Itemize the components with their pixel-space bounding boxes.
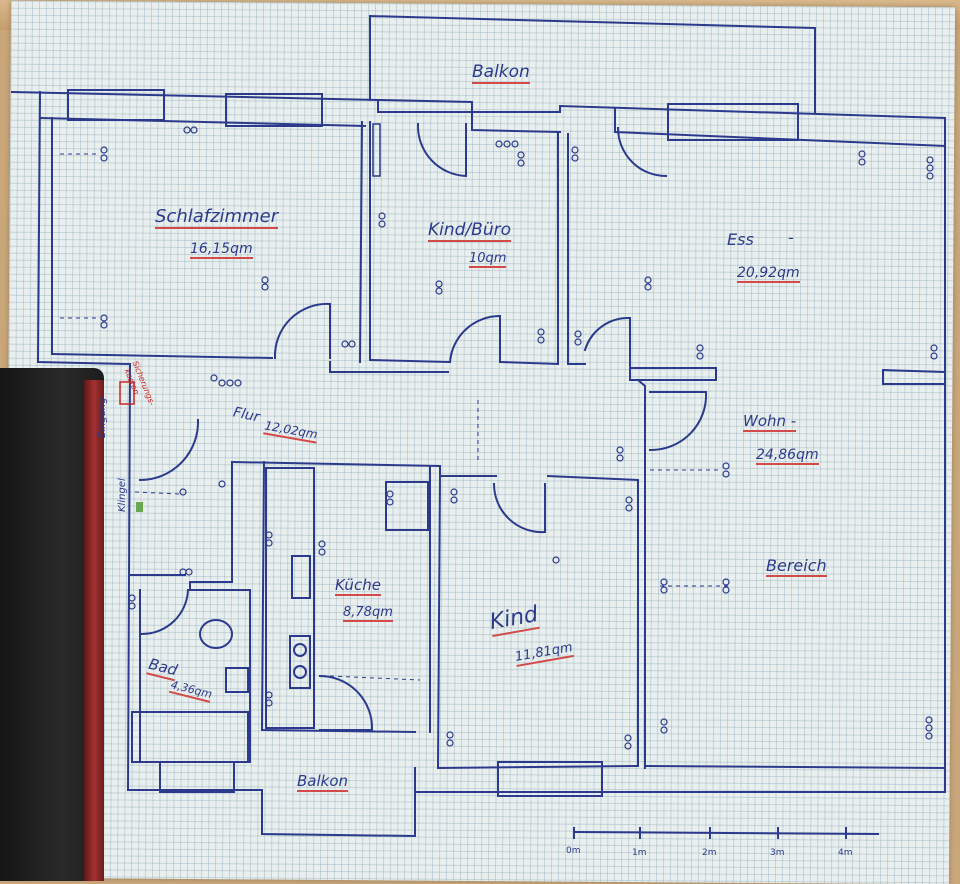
room-label-ess: Ess (727, 230, 754, 249)
bathtub (131, 711, 249, 763)
door-arc (273, 302, 331, 360)
room-area-wohn: 24,86qm (756, 447, 819, 465)
fridge (385, 481, 429, 531)
door-arc (583, 316, 631, 363)
room-label-balkon-top: Balkon (472, 62, 530, 84)
window (497, 761, 603, 797)
room-label-ess-dash: - (788, 228, 794, 247)
room-label-bereich: Bereich (766, 556, 827, 577)
room-area-ess: 20,92qm (737, 265, 800, 283)
scale-tick-label: 2m (702, 848, 717, 858)
scale-tick-label: 0m (566, 846, 581, 856)
door-arc (448, 314, 501, 364)
room-label-balkon-bottom: Balkon (297, 772, 349, 792)
room-area-schlafzimmer: 16,15qm (190, 241, 253, 259)
scale-tick-label: 4m (838, 848, 853, 858)
room-area-kind-buero: 10qm (469, 251, 507, 268)
door-arc (416, 122, 467, 178)
room-area-kueche: 8,78qm (343, 605, 393, 622)
sink (291, 555, 311, 599)
window (159, 761, 235, 793)
room-label-kind-buero: Kind/Büro (428, 220, 511, 242)
door-arc (140, 588, 190, 636)
sink (225, 667, 249, 693)
outer-wall-north (10, 90, 946, 149)
room-label-kueche: Küche (335, 576, 381, 596)
balcony-top-outline (369, 14, 816, 113)
door-arc (616, 126, 668, 178)
kitchen-counter (265, 467, 315, 729)
annotation-eingang: Eingang (97, 397, 108, 438)
annotation-klingel: Klingel (117, 478, 128, 512)
toilet (199, 619, 233, 649)
door-arc (138, 418, 200, 482)
stove (289, 635, 311, 689)
scale-tick-label: 1m (632, 848, 647, 858)
radiator (372, 123, 381, 177)
scale-bar (572, 830, 880, 836)
outer-wall-south (127, 767, 946, 838)
room-label-wohn: Wohn - (743, 412, 797, 432)
window (67, 89, 165, 121)
room-label-schlafzimmer: Schlafzimmer (155, 206, 279, 229)
door-arc (648, 391, 708, 452)
door-arc (492, 482, 546, 534)
fuse-box (119, 381, 135, 405)
scale-tick-label: 3m (770, 848, 785, 858)
outer-wall-west (36, 90, 132, 792)
binder-spine (84, 380, 104, 881)
window (225, 93, 323, 127)
window (667, 103, 799, 141)
door-arc (318, 674, 374, 731)
door-bell (136, 502, 143, 512)
